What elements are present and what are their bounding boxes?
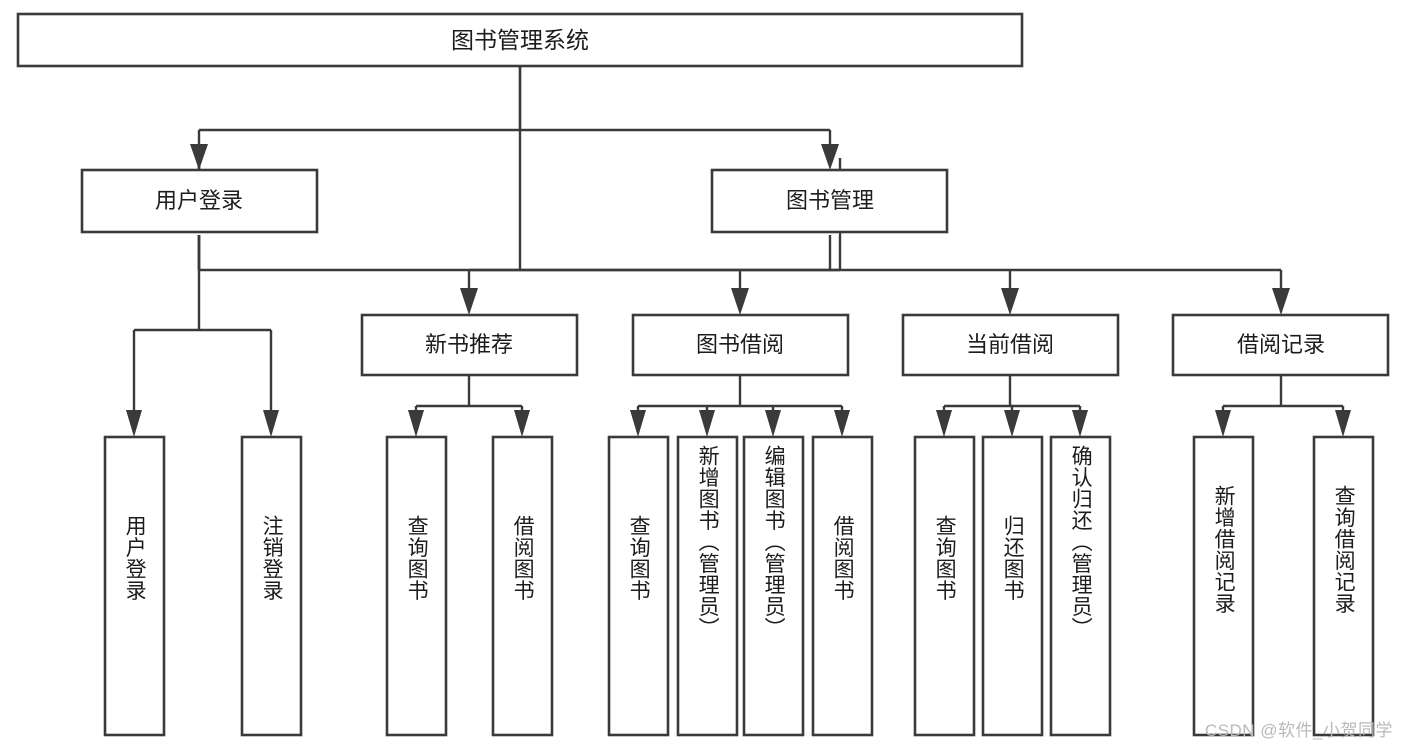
- node-book-borrow[interactable]: 图书借阅: [631, 313, 850, 377]
- node-borrow-record-label: 借阅记录: [1237, 332, 1325, 357]
- node-book-management-label: 图书管理: [786, 188, 874, 213]
- leaf-box-record-1[interactable]: [1192, 435, 1255, 737]
- node-current-borrow-label: 当前借阅: [966, 332, 1054, 357]
- node-root[interactable]: 图书管理系统: [16, 12, 1024, 68]
- connector-recommend-to-leaves: [408, 375, 530, 437]
- node-user-login[interactable]: 用户登录: [80, 168, 319, 234]
- leaf-box-user-login-2[interactable]: [240, 435, 303, 737]
- connector-bookmgmt-to-level3: [460, 232, 1290, 315]
- csdn-watermark: CSDN @软件_小贺同学: [1204, 721, 1393, 740]
- leaf-box-borrow-1[interactable]: [607, 435, 670, 737]
- leaf-box-recommend-1[interactable]: [385, 435, 448, 737]
- leaf-box-borrow-2[interactable]: [676, 435, 739, 737]
- leaf-box-current-1[interactable]: [913, 435, 976, 737]
- node-book-management[interactable]: 图书管理: [710, 168, 949, 234]
- leaf-box-borrow-4[interactable]: [811, 435, 874, 737]
- leaf-box-recommend-2[interactable]: [491, 435, 554, 737]
- leaf-box-current-2[interactable]: [981, 435, 1044, 737]
- leaf-box-current-3[interactable]: [1049, 435, 1112, 737]
- node-borrow-record[interactable]: 借阅记录: [1171, 313, 1390, 377]
- connector-record-to-leaves: [1215, 375, 1351, 437]
- node-root-label: 图书管理系统: [451, 27, 589, 53]
- node-new-book-recommend[interactable]: 新书推荐: [360, 313, 579, 377]
- leaf-box-record-2[interactable]: [1312, 435, 1375, 737]
- node-current-borrow[interactable]: 当前借阅: [901, 313, 1120, 377]
- leaf-box-user-login-1[interactable]: [103, 435, 166, 737]
- connector-borrow-to-leaves: [630, 375, 850, 437]
- connector-userlogin-to-leaves: [126, 232, 279, 437]
- leaf-box-borrow-3[interactable]: [742, 435, 805, 737]
- node-new-book-recommend-label: 新书推荐: [425, 332, 513, 357]
- node-book-borrow-label: 图书借阅: [696, 332, 784, 357]
- connector-current-to-leaves: [936, 375, 1088, 437]
- node-user-login-label: 用户登录: [155, 188, 243, 213]
